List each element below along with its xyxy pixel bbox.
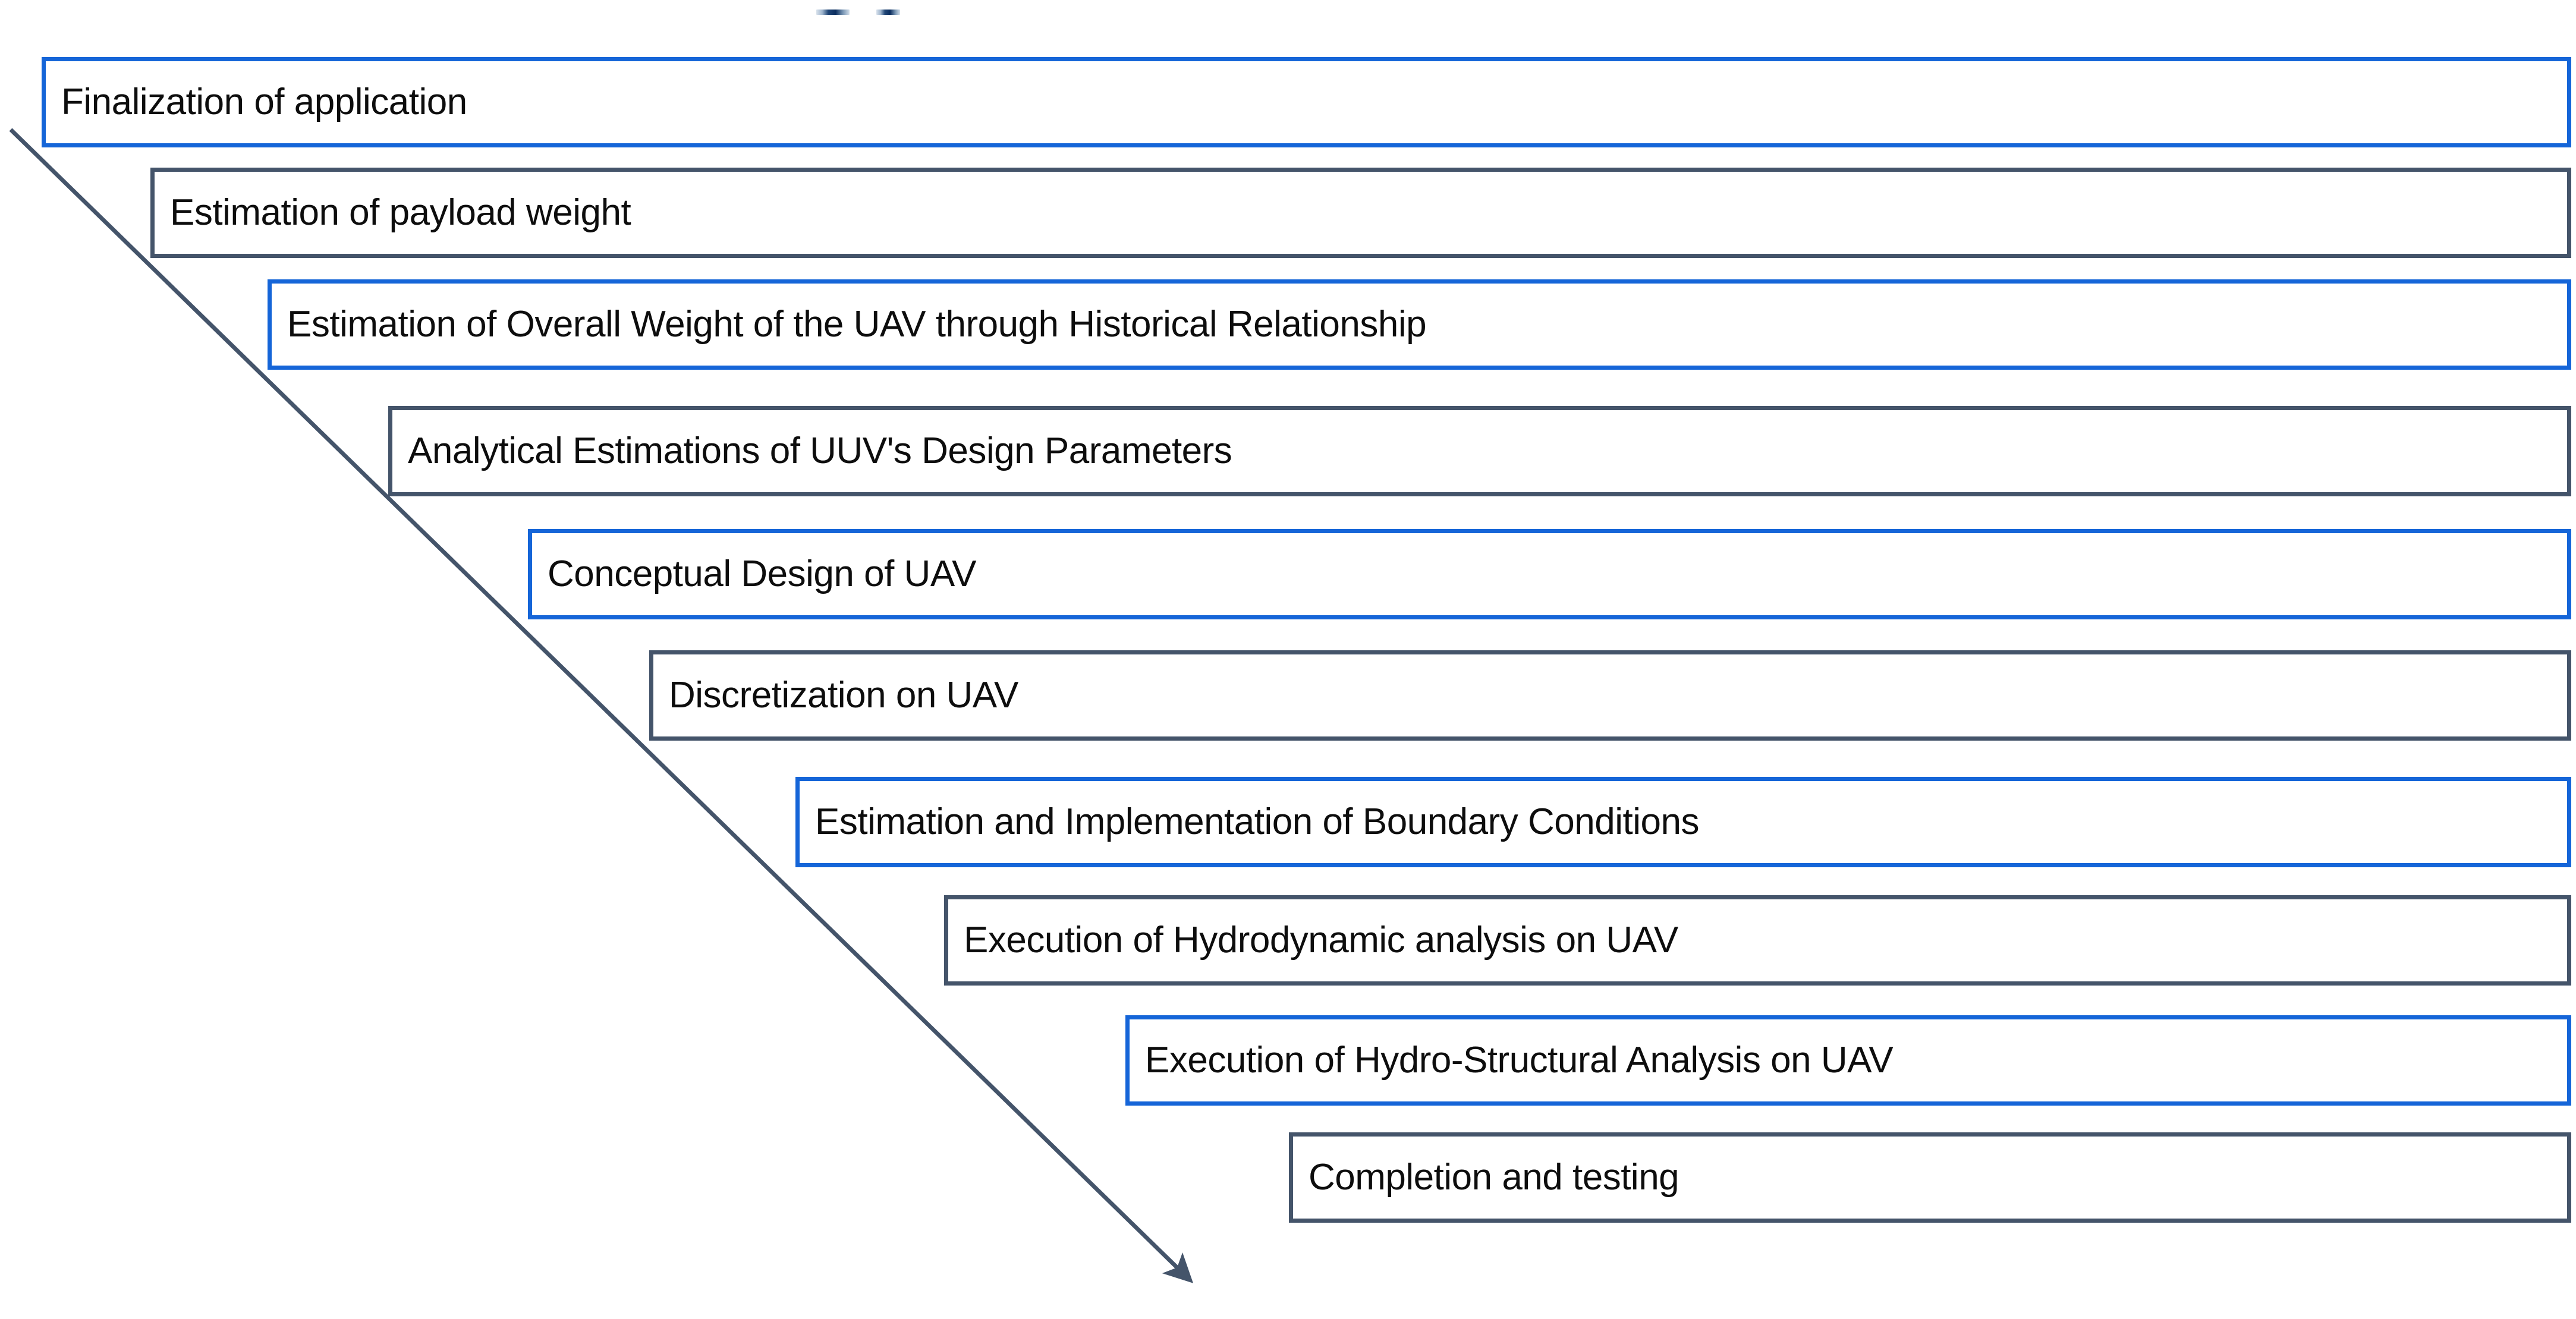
process-step-label: Estimation and Implementation of Boundar… bbox=[815, 801, 1699, 843]
clipped-heading-fragment-2 bbox=[876, 10, 900, 15]
process-step[interactable]: Finalization of application bbox=[42, 57, 2571, 147]
process-step-label: Discretization on UAV bbox=[669, 675, 1018, 716]
process-step-label: Conceptual Design of UAV bbox=[548, 553, 976, 595]
process-step[interactable]: Estimation of payload weight bbox=[150, 168, 2571, 258]
process-step-label: Estimation of payload weight bbox=[170, 192, 631, 234]
process-step[interactable]: Analytical Estimations of UUV's Design P… bbox=[388, 406, 2571, 496]
process-step-label: Execution of Hydrodynamic analysis on UA… bbox=[964, 920, 1678, 961]
clipped-heading-fragment-1 bbox=[816, 10, 850, 15]
process-step-label: Completion and testing bbox=[1309, 1157, 1679, 1198]
process-step[interactable]: Execution of Hydro-Structural Analysis o… bbox=[1125, 1015, 2571, 1106]
process-step[interactable]: Conceptual Design of UAV bbox=[528, 529, 2571, 619]
process-step-label: Finalization of application bbox=[61, 81, 467, 123]
process-step-label: Execution of Hydro-Structural Analysis o… bbox=[1145, 1040, 1894, 1081]
process-step[interactable]: Estimation of Overall Weight of the UAV … bbox=[268, 279, 2571, 370]
process-step[interactable]: Execution of Hydrodynamic analysis on UA… bbox=[944, 895, 2571, 986]
process-step-label: Estimation of Overall Weight of the UAV … bbox=[287, 304, 1427, 345]
process-step-label: Analytical Estimations of UUV's Design P… bbox=[408, 430, 1232, 472]
process-step[interactable]: Discretization on UAV bbox=[649, 650, 2571, 741]
process-step[interactable]: Estimation and Implementation of Boundar… bbox=[795, 777, 2571, 867]
process-step[interactable]: Completion and testing bbox=[1289, 1132, 2571, 1223]
